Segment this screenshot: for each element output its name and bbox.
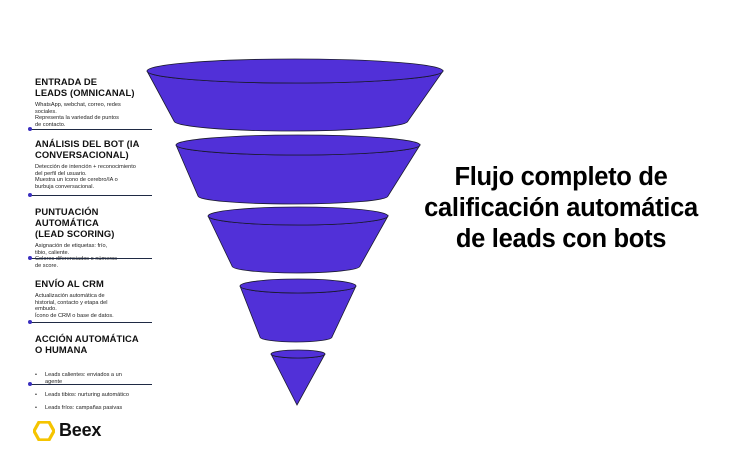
- stage-divider: [28, 127, 152, 131]
- stage-divider: [28, 256, 152, 260]
- stage-title: ENTRADA DE LEADS (OMNICANAL): [35, 76, 135, 98]
- stage-analisis: ANÁLISIS DEL BOT (IA CONVERSACIONAL) Det…: [30, 138, 154, 190]
- hexagon-logo-icon: [33, 420, 55, 441]
- action-bullet-item: • Leads calientes: enviados a un agente: [35, 372, 154, 385]
- divider-dot: [28, 256, 32, 260]
- brand-logo: Beex: [33, 420, 101, 441]
- stage-description: • Leads calientes: enviados a un agente •…: [35, 359, 154, 425]
- bullet-icon: •: [35, 391, 37, 398]
- funnel-segment-5: [270, 349, 326, 406]
- stage-description: Asignación de etiquetas: frío, tibio, ca…: [35, 243, 118, 269]
- stage-divider: [28, 382, 152, 386]
- bullet-text: Leads calientes: enviados a un agente: [45, 372, 122, 385]
- stage-divider: [28, 320, 152, 324]
- funnel-diagram: [146, 58, 444, 406]
- bullet-text: Leads tibios: nurturing automático: [45, 391, 129, 398]
- funnel-segment-3: [207, 206, 389, 274]
- funnel-segment-1: [146, 58, 444, 132]
- divider-dot: [28, 127, 32, 131]
- action-bullet-item: • Leads tibios: nurturing automático: [35, 392, 154, 399]
- funnel-segment-2: [175, 134, 421, 205]
- stage-description: WhatsApp, webchat, correo, redes sociale…: [35, 102, 121, 128]
- bullet-text: Leads fríos: campañas pasivas: [45, 405, 123, 412]
- stage-title: ANÁLISIS DEL BOT (IA CONVERSACIONAL): [35, 138, 140, 160]
- stage-accion: ACCIÓN AUTOMÁTICA O HUMANA • Leads calien…: [30, 333, 154, 425]
- stage-entrada: ENTRADA DE LEADS (OMNICANAL) WhatsApp, w…: [30, 76, 154, 128]
- stage-envio-crm: ENVÍO AL CRM Actualización automática de…: [30, 278, 154, 319]
- divider-dot: [28, 320, 32, 324]
- bullet-icon: •: [35, 372, 37, 379]
- headline: Flujo completo de calificación automátic…: [424, 163, 698, 253]
- stage-puntuacion: PUNTUACIÓN AUTOMÁTICA (LEAD SCORING) Asi…: [30, 206, 154, 269]
- brand-name: Beex: [59, 420, 102, 440]
- action-bullet-list: • Leads calientes: enviados a un agente •…: [35, 366, 154, 419]
- action-bullet-item: • Leads fríos: campañas pasivas: [35, 405, 154, 412]
- stage-title: ENVÍO AL CRM: [35, 278, 104, 289]
- stage-description: Detección de intención + reconocimiento …: [35, 164, 136, 190]
- stage-divider: [28, 193, 152, 197]
- bullet-icon: •: [35, 405, 37, 412]
- stage-description: Actualización automática de historial, c…: [35, 293, 114, 319]
- stage-title: PUNTUACIÓN AUTOMÁTICA (LEAD SCORING): [35, 206, 115, 239]
- divider-dot: [28, 382, 32, 386]
- funnel-segment-4: [239, 278, 357, 343]
- stage-title: ACCIÓN AUTOMÁTICA O HUMANA: [35, 333, 139, 355]
- divider-dot: [28, 193, 32, 197]
